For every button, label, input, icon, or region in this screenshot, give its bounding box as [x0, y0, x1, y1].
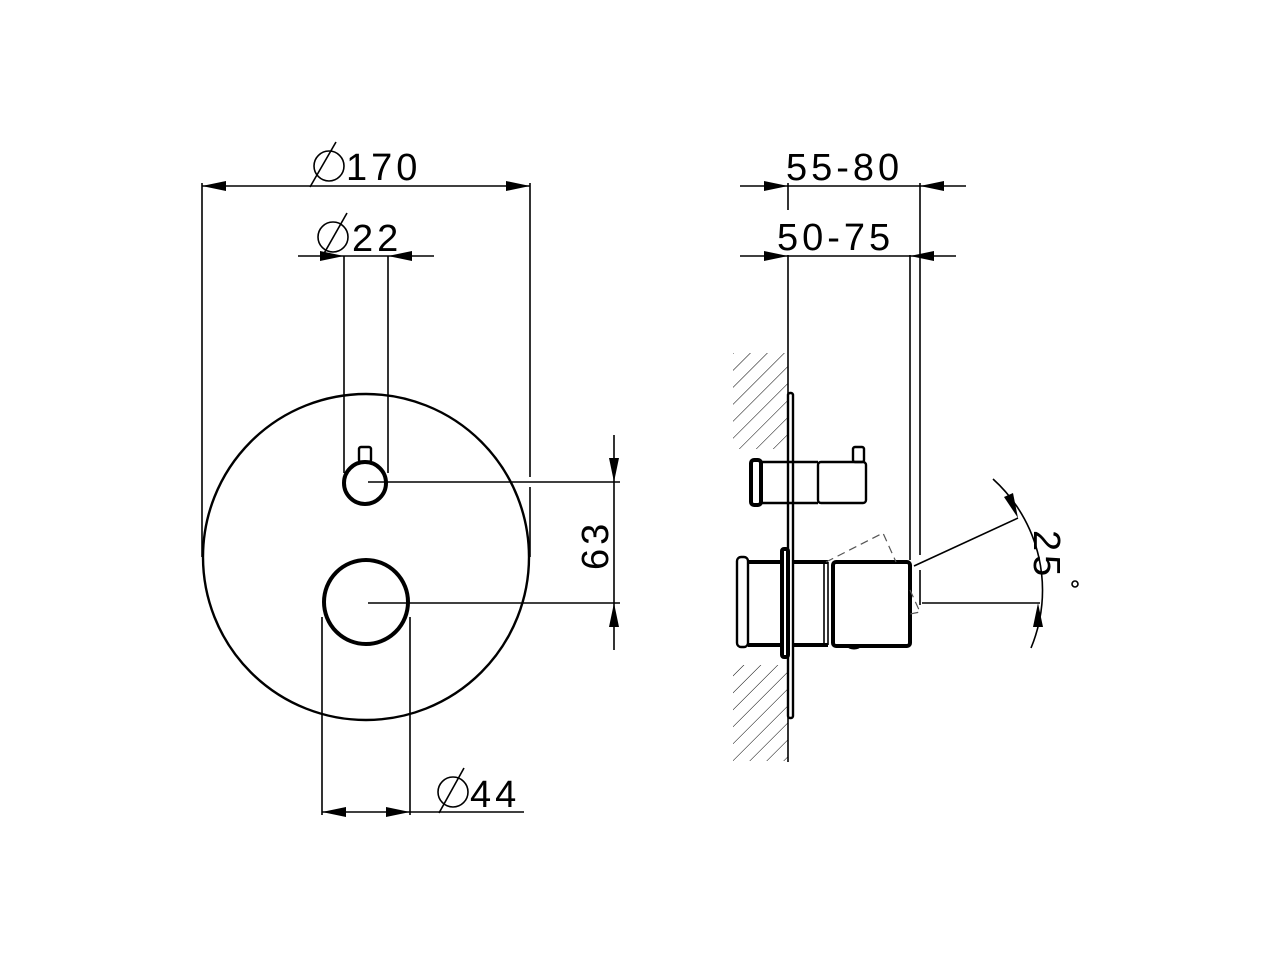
- dimension-diameter-22: 22: [298, 212, 434, 473]
- dimension-label-55-80: 55-80: [786, 147, 903, 189]
- small-knob-tab: [357, 445, 373, 464]
- dimension-label-50-75: 50-75: [777, 217, 894, 259]
- small-knob-circle: [342, 460, 388, 506]
- cover-plate-circle: [201, 392, 531, 722]
- wall-section-upper: [733, 353, 788, 449]
- dimension-projection-55-80: 55-80: [740, 147, 966, 605]
- wall-section-lower: [733, 665, 788, 761]
- dimension-label-63: 63: [575, 520, 617, 570]
- dimension-angle-25: 25: [913, 478, 1079, 649]
- side-view: 55-80 50-75 25: [733, 147, 1079, 762]
- rotated-knob-hidden-outline: [825, 532, 897, 563]
- diameter-symbol-icon: [309, 141, 345, 188]
- dimension-label-22: 22: [352, 218, 402, 260]
- lower-valve-body: [735, 547, 829, 659]
- dimension-label-44: 44: [470, 774, 520, 816]
- dimension-label-170: 170: [346, 147, 421, 189]
- dimension-center-distance-63: 63: [368, 435, 620, 650]
- diameter-symbol-icon: [437, 767, 469, 814]
- upper-valve-body: [749, 445, 868, 507]
- front-view: 170 22 63: [201, 141, 620, 817]
- large-knob-circle: [322, 558, 410, 646]
- degree-symbol-icon: [1071, 580, 1079, 588]
- diameter-symbol-icon: [317, 212, 349, 258]
- dimension-label-25: 25: [1025, 530, 1067, 580]
- dimension-projection-50-75: 50-75: [740, 217, 956, 560]
- thermostatic-knob-side: [831, 560, 912, 648]
- dimension-diameter-44: 44: [321, 617, 524, 817]
- dimension-diameter-170: 170: [201, 141, 531, 557]
